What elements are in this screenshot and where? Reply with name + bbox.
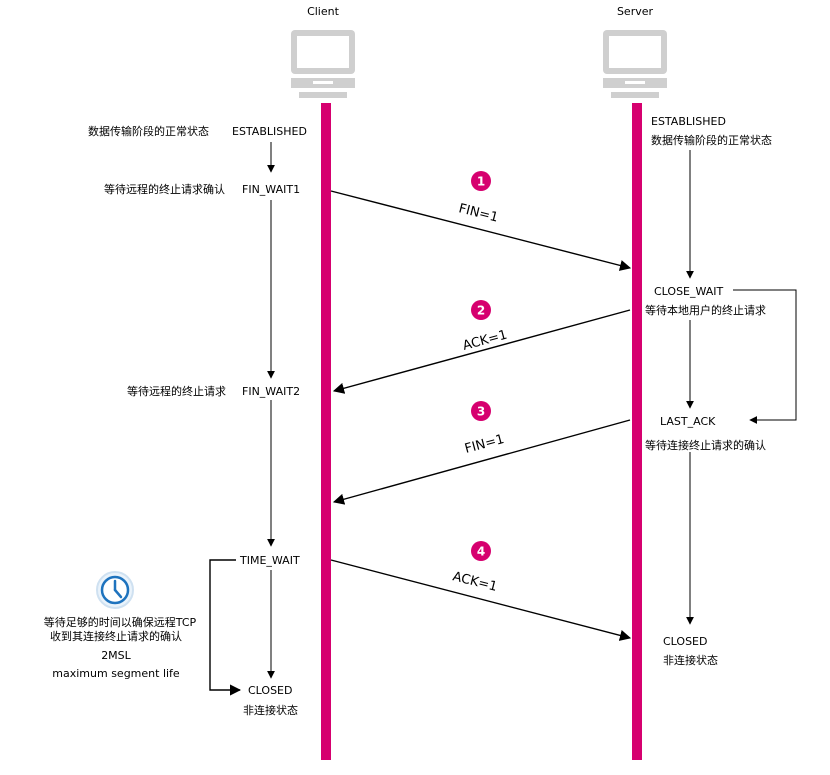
client-fin-wait2-note: 等待远程的终止请求 — [127, 384, 226, 398]
client-fin-wait2-state: FIN_WAIT2 — [242, 385, 300, 398]
client-time-wait-note-2: 收到其连接终止请求的确认 — [50, 629, 182, 643]
server-established-note: 数据传输阶段的正常状态 — [651, 133, 772, 147]
computer-icon — [603, 30, 667, 98]
server-close-wait-state: CLOSE_WAIT — [654, 285, 724, 298]
step-number: 2 — [477, 304, 485, 318]
client-fin-wait1-note: 等待远程的终止请求确认 — [104, 182, 225, 196]
step-badge-3: 3 — [471, 401, 491, 421]
server-last-ack-state: LAST_ACK — [660, 415, 716, 428]
client-msl-desc: maximum segment life — [52, 667, 180, 680]
step-number: 3 — [477, 405, 485, 419]
client-time-wait-state: TIME_WAIT — [239, 554, 300, 567]
message-arrow-2 — [332, 309, 631, 394]
message-arrow-1 — [330, 190, 632, 271]
computer-icon — [291, 30, 355, 98]
server-last-ack-note: 等待连接终止请求的确认 — [645, 438, 766, 452]
clock-icon — [96, 571, 134, 609]
message-label-3: FIN=1 — [463, 432, 506, 457]
step-number: 1 — [477, 175, 485, 189]
message-arrow-3 — [332, 419, 631, 505]
step-badge-4: 4 — [471, 541, 491, 561]
client-lifeline — [321, 103, 331, 760]
client-closed-note: 非连接状态 — [243, 703, 298, 717]
server-lifeline — [632, 103, 642, 760]
client-fin-wait1-state: FIN_WAIT1 — [242, 183, 300, 196]
message-arrow-4 — [330, 559, 632, 641]
close-wait-loop — [733, 289, 797, 424]
step-number: 4 — [477, 545, 485, 559]
step-badge-2: 2 — [471, 300, 491, 320]
message-label-1: FIN=1 — [457, 201, 500, 225]
server-closed-note: 非连接状态 — [663, 653, 718, 667]
client-time-wait-note-1: 等待足够的时间以确保远程TCP — [44, 615, 197, 629]
client-title: Client — [307, 5, 340, 18]
client-established-note: 数据传输阶段的正常状态 — [88, 124, 209, 138]
server-established-state: ESTABLISHED — [651, 115, 726, 128]
server-title: Server — [617, 5, 654, 18]
time-wait-bracket — [209, 559, 242, 696]
server-close-wait-note: 等待本地用户的终止请求 — [645, 303, 766, 317]
step-badge-1: 1 — [471, 171, 491, 191]
client-closed-state: CLOSED — [248, 684, 292, 697]
server-closed-state: CLOSED — [663, 635, 707, 648]
message-label-4: ACK=1 — [451, 569, 499, 595]
client-msl: 2MSL — [101, 649, 131, 662]
client-established-state: ESTABLISHED — [232, 125, 307, 138]
